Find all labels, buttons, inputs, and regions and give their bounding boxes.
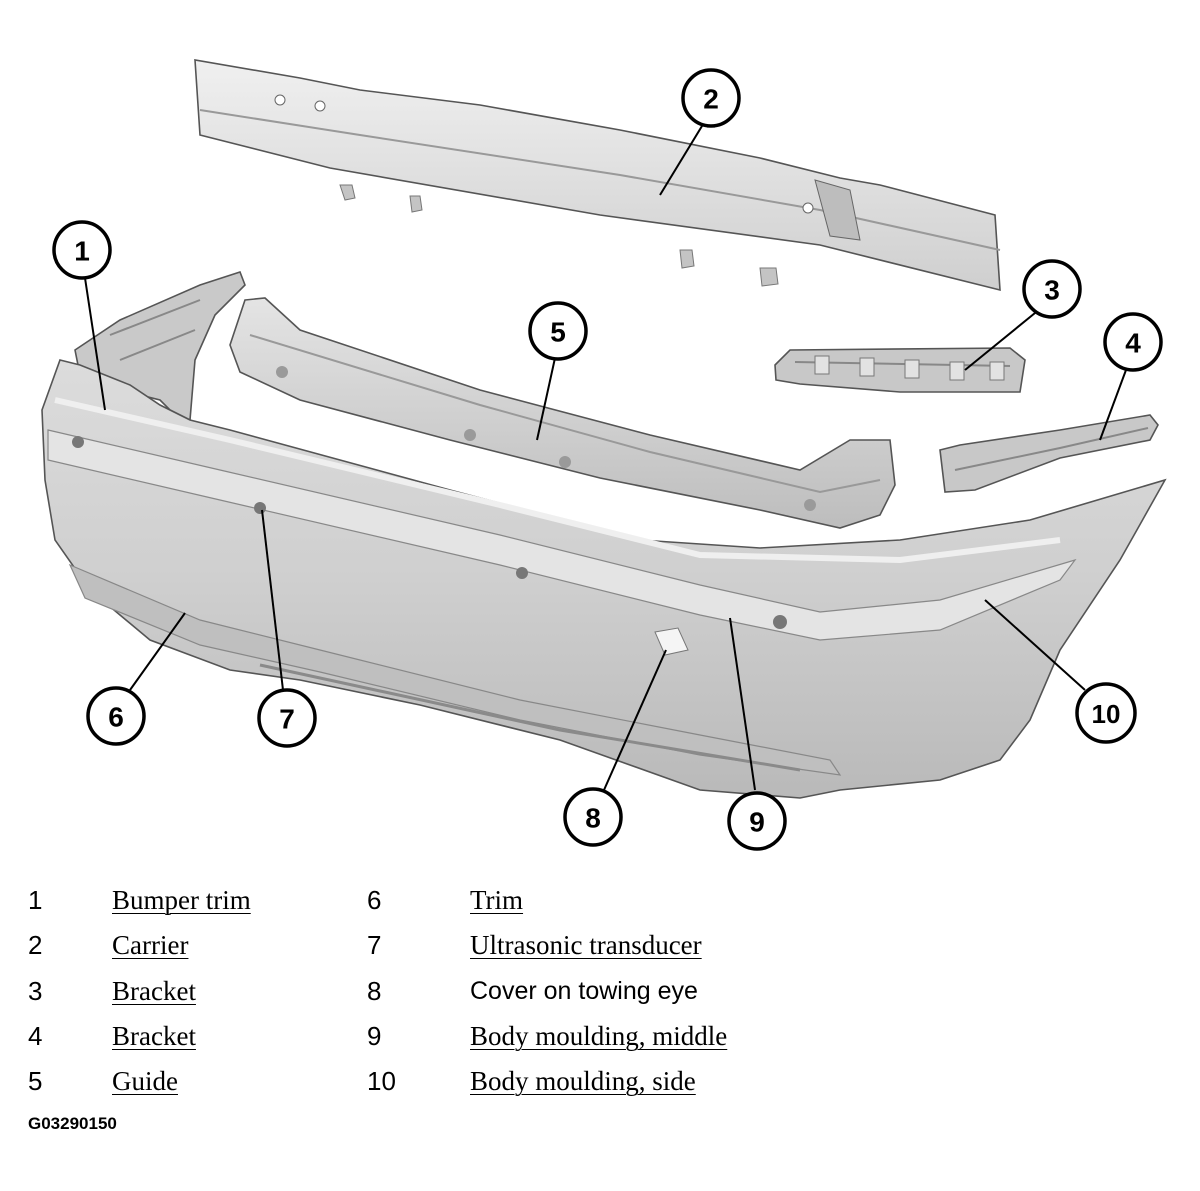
- leader-8: [603, 649, 667, 791]
- legend-label-cover-towing-eye: Cover on towing eye: [470, 977, 698, 1005]
- legend-link-bracket-4[interactable]: Bracket: [112, 1021, 196, 1051]
- callout-3: 3: [1022, 259, 1082, 319]
- legend-num: 7: [367, 930, 382, 960]
- bracket-part-4: [939, 414, 1159, 493]
- callout-8-text: 8: [585, 803, 601, 834]
- legend-num: 5: [28, 1066, 43, 1096]
- leader-1: [84, 277, 106, 411]
- legend-link-ultrasonic-transducer[interactable]: Ultrasonic transducer: [470, 930, 702, 960]
- legend-num: 9: [367, 1021, 382, 1051]
- leader-3: [964, 312, 1036, 371]
- leader-5: [536, 357, 556, 441]
- callout-3-text: 3: [1044, 275, 1060, 306]
- callout-9: 9: [727, 791, 787, 851]
- callout-5: 5: [528, 301, 588, 361]
- callout-5-text: 5: [550, 317, 566, 348]
- leader-10: [984, 599, 1086, 691]
- legend-num: 6: [367, 885, 382, 915]
- callout-9-text: 9: [749, 807, 765, 838]
- callout-8: 8: [563, 787, 623, 847]
- callout-10: 10: [1075, 682, 1137, 744]
- leader-6: [129, 612, 186, 691]
- legend-num: 1: [28, 885, 43, 915]
- callout-4: 4: [1103, 312, 1163, 372]
- legend-link-body-moulding-middle[interactable]: Body moulding, middle: [470, 1021, 728, 1051]
- legend-num: 10: [367, 1066, 396, 1096]
- legend-num: 3: [28, 976, 43, 1006]
- callout-1: 1: [52, 220, 112, 280]
- legend-link-body-moulding-side[interactable]: Body moulding, side: [470, 1066, 696, 1096]
- callout-7: 7: [257, 688, 317, 748]
- legend-link-bumper-trim[interactable]: Bumper trim: [112, 885, 251, 915]
- leader-2: [659, 125, 703, 196]
- leader-4: [1099, 369, 1127, 441]
- legend-link-bracket-3[interactable]: Bracket: [112, 976, 196, 1006]
- callout-4-text: 4: [1125, 328, 1141, 359]
- leader-9: [729, 617, 756, 791]
- callout-6-text: 6: [108, 702, 124, 733]
- legend-num: 4: [28, 1021, 43, 1051]
- legend-num: 8: [367, 976, 382, 1006]
- legend-link-trim[interactable]: Trim: [470, 885, 524, 915]
- legend-link-guide[interactable]: Guide: [112, 1066, 178, 1096]
- bracket-part-3: [774, 347, 1026, 393]
- callout-6: 6: [86, 686, 146, 746]
- legend-num: 2: [28, 930, 43, 960]
- diagram-svg: 1 2 3 4 5 6 7 8: [41, 59, 1167, 851]
- figure-code: G03290150: [28, 1114, 117, 1133]
- callout-2-text: 2: [703, 84, 719, 115]
- legend-link-carrier[interactable]: Carrier: [112, 930, 189, 960]
- carrier-part: [194, 59, 1001, 292]
- leader-7: [261, 509, 284, 691]
- callout-10-text: 10: [1092, 699, 1121, 729]
- callout-2: 2: [681, 68, 741, 128]
- parts-legend: 1 Bumper trim 2 Carrier 3 Bracket 4 Brac…: [0, 880, 1200, 1110]
- guide-part: [229, 297, 896, 529]
- callout-7-text: 7: [279, 704, 295, 735]
- callout-1-text: 1: [74, 236, 90, 267]
- exploded-parts-diagram: 1 2 3 4 5 6 7 8: [41, 59, 1167, 851]
